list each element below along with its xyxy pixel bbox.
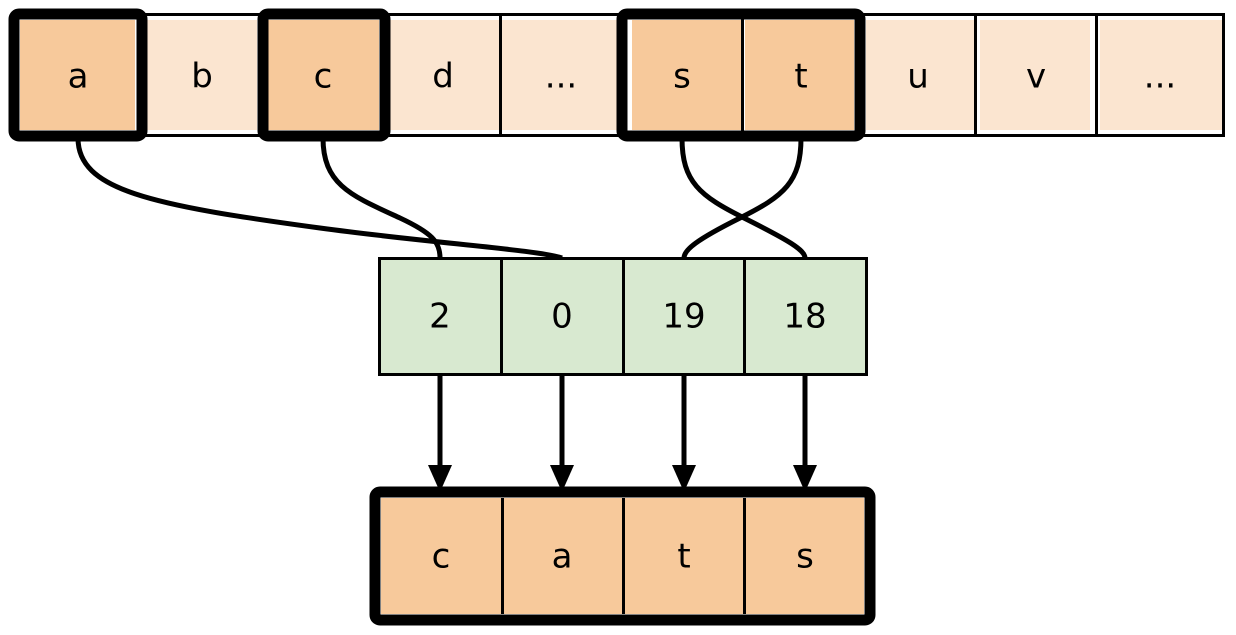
- result-row-thick-border: [369, 486, 876, 626]
- alphabet-label-5: s: [673, 57, 691, 97]
- result-label-2: t: [677, 537, 690, 577]
- alphabet-cell-a-fill[interactable]: [20, 20, 135, 130]
- connector-curves: [75, 137, 808, 261]
- alphabet-label-9: ...: [1144, 57, 1176, 97]
- alphabet-highlight-st: [616, 8, 866, 142]
- alphabet-row: a b c d ... s t u v ...: [8, 8, 1225, 142]
- result-label-0: c: [432, 537, 451, 577]
- alphabet-highlight-c: [257, 8, 391, 142]
- alphabet-cell-b-fill[interactable]: [146, 20, 257, 130]
- alphabet-cell-ellipsis1-fill[interactable]: [501, 20, 621, 130]
- result-row: c a t s: [369, 486, 876, 626]
- alphabet-label-8: v: [1026, 57, 1046, 97]
- arrow-head-1: [550, 465, 574, 492]
- index-label-1: 0: [551, 297, 573, 337]
- arrow-head-2: [672, 465, 696, 492]
- result-label-1: a: [552, 537, 573, 577]
- index-label-3: 18: [783, 297, 826, 337]
- alphabet-cell-u-fill[interactable]: [866, 20, 976, 130]
- connector-t-to-index-19: [681, 137, 804, 259]
- alphabet-label-3: d: [432, 57, 454, 97]
- index-row: 2 0 19 18: [378, 257, 868, 376]
- alphabet-label-2: c: [314, 57, 333, 97]
- alphabet-cell-v-fill[interactable]: [980, 20, 1090, 130]
- alphabet-label-0: a: [68, 57, 89, 97]
- alphabet-cell-s-fill[interactable]: [632, 20, 742, 130]
- result-label-3: s: [796, 537, 814, 577]
- alphabet-label-7: u: [907, 57, 929, 97]
- index-label-0: 2: [429, 297, 451, 337]
- alphabet-cell-d-fill[interactable]: [389, 20, 500, 130]
- alphabet-label-4: ...: [545, 57, 577, 97]
- connector-a-to-index-0: [75, 137, 563, 261]
- index-label-2: 19: [662, 297, 705, 337]
- alphabet-cell-c-fill[interactable]: [268, 20, 379, 130]
- alphabet-highlight-a: [8, 8, 148, 142]
- connector-c-to-index-2: [320, 137, 443, 259]
- index-to-result-arrows: [428, 375, 817, 492]
- arrow-head-0: [428, 465, 452, 492]
- arrow-head-3: [793, 465, 817, 492]
- alphabet-label-1: b: [191, 57, 213, 97]
- alphabet-label-6: t: [794, 57, 807, 97]
- alphabet-cell-ellipsis2-fill[interactable]: [1100, 20, 1222, 130]
- alphabet-cell-t-fill[interactable]: [745, 20, 854, 130]
